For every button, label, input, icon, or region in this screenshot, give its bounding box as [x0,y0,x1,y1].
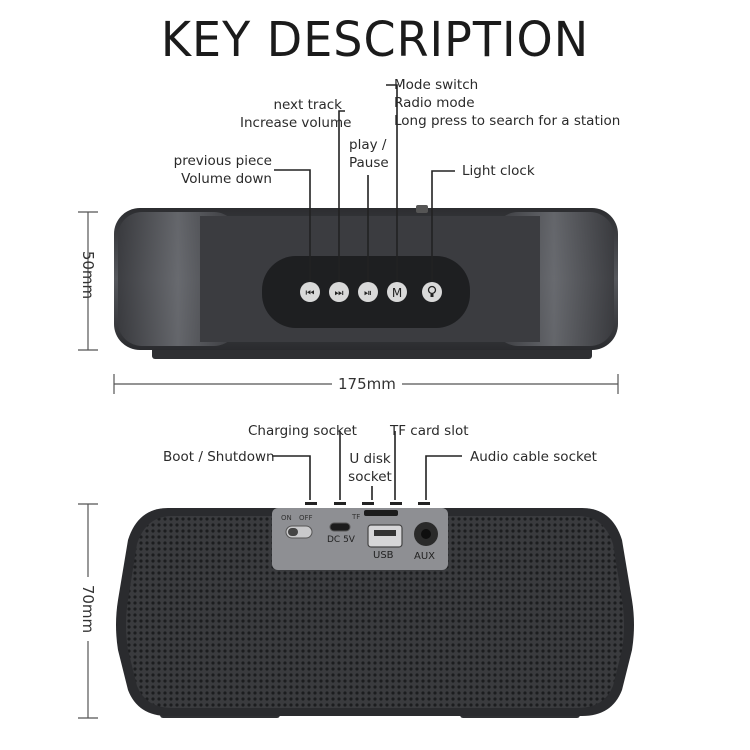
io-panel [272,508,448,570]
dim-width-top: 175mm [332,375,402,393]
label-next-track: next track Increase volume [240,97,352,131]
dc-port [329,522,351,532]
dc-label: DC 5V [327,535,355,545]
page-title: KEY DESCRIPTION [160,10,590,68]
label-tf-card: TF card slot [390,423,469,439]
button-mode[interactable]: M [387,282,407,302]
front-view-speaker [116,502,634,718]
top-view-speaker: ⏮ ⏭ ⏯ M [114,205,618,359]
tf-label: TF [352,513,361,521]
bulb-icon [427,285,437,295]
label-light-clock: Light clock [462,163,535,179]
on-label: ON [281,514,292,522]
front-leader-lines [272,431,462,500]
off-label: OFF [299,514,313,522]
button-previous[interactable]: ⏮ [300,282,320,302]
label-charging: Charging socket [248,423,357,439]
label-boot: Boot / Shutdown [163,449,275,465]
label-play-pause: play / Pause [349,137,389,171]
top-leader-lines [274,84,455,282]
label-audio: Audio cable socket [470,449,597,465]
button-next[interactable]: ⏭ [329,282,349,302]
button-play-pause[interactable]: ⏯ [358,282,378,302]
aux-label: AUX [414,551,436,562]
dim-height-top: 50mm [79,250,97,300]
play-pause-icon: ⏯ [364,288,372,299]
usb-label: USB [373,550,394,561]
label-previous: previous piece Volume down [173,153,272,187]
label-mode: Mode switch Radio mode Long press to sea… [394,77,621,129]
dim-height-front: 70mm [79,577,97,641]
label-u-disk: U disk socket [348,451,392,485]
tf-slot [364,510,398,516]
mode-icon: M [392,286,402,300]
button-light[interactable] [422,282,442,302]
next-icon: ⏭ [335,288,344,299]
previous-icon: ⏮ [306,288,315,299]
